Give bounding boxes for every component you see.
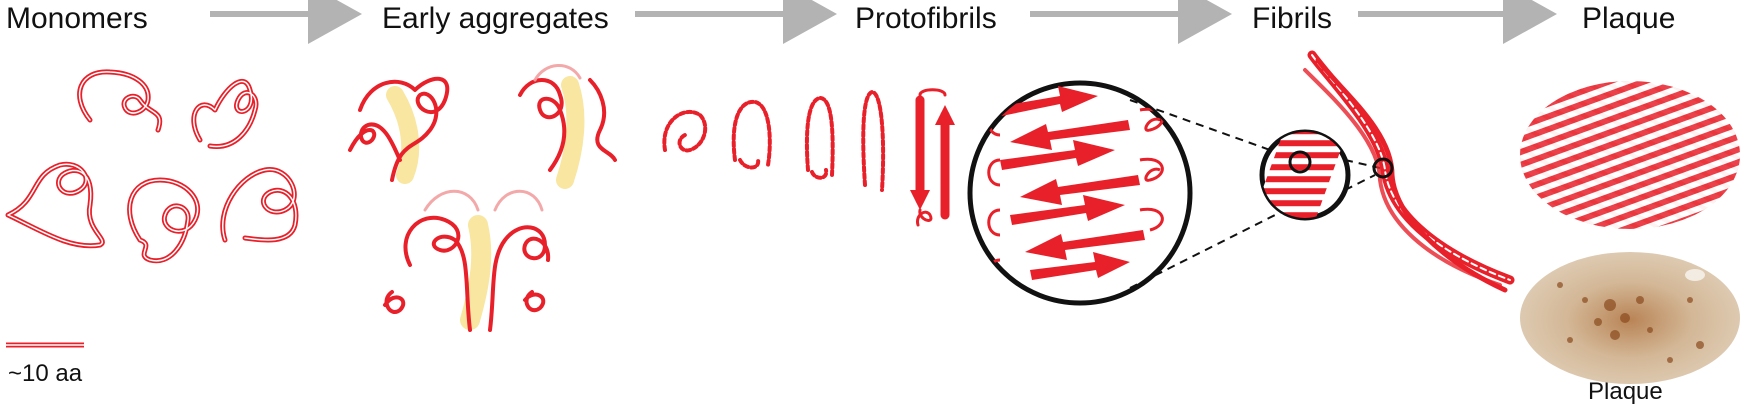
aggregate-faded-2 bbox=[493, 189, 544, 212]
scale-bar-label: ~10 aa bbox=[8, 360, 83, 387]
aggregate-core-3 bbox=[460, 215, 492, 330]
protofibril-4 bbox=[861, 90, 886, 192]
aggregate-faded-3 bbox=[533, 64, 582, 82]
aggregate-strand-2 bbox=[348, 122, 402, 162]
monomer-3 bbox=[5, 161, 105, 249]
protofibril-2 bbox=[731, 99, 772, 170]
stage-label-monomers: Monomers bbox=[6, 2, 148, 35]
aggregate-strand-6 bbox=[488, 225, 551, 332]
beta-strands bbox=[990, 86, 1145, 280]
stage-label-plaque: Plaque bbox=[1582, 2, 1676, 35]
fibril bbox=[1303, 50, 1515, 293]
aggregate-strand-8 bbox=[523, 290, 546, 312]
protofibril-1 bbox=[662, 109, 708, 153]
aggregate-faded-1 bbox=[423, 189, 480, 212]
stage-label-protofibrils: Protofibrils bbox=[855, 2, 997, 35]
aggregate-strand-5 bbox=[403, 215, 472, 332]
fibril-zoom-small bbox=[1259, 129, 1351, 221]
monomer-2 bbox=[191, 78, 259, 149]
monomers bbox=[5, 69, 299, 264]
aggregate-strand-4 bbox=[588, 78, 617, 162]
aggregate-strand-3 bbox=[518, 78, 567, 172]
aggregate-strand-7 bbox=[383, 290, 406, 314]
aggregate-core-2 bbox=[556, 76, 585, 189]
plaque-fibril-mesh bbox=[1520, 81, 1740, 229]
monomer-4 bbox=[127, 177, 200, 264]
early-aggregates bbox=[348, 64, 617, 332]
protofibrils bbox=[662, 88, 955, 227]
beta-sheet-zoom bbox=[967, 80, 1193, 306]
aggregate-strand-1 bbox=[358, 76, 450, 182]
stage-label-fibrils: Fibrils bbox=[1252, 2, 1332, 35]
plaque-histology-image bbox=[1520, 252, 1740, 384]
protofibril-5-hairpin bbox=[910, 88, 955, 227]
monomer-1 bbox=[77, 69, 163, 133]
stage-label-early-aggregates: Early aggregates bbox=[382, 2, 609, 35]
aggregate-core-1 bbox=[386, 86, 420, 184]
protofibril-3 bbox=[804, 96, 835, 180]
monomer-5 bbox=[220, 167, 299, 243]
